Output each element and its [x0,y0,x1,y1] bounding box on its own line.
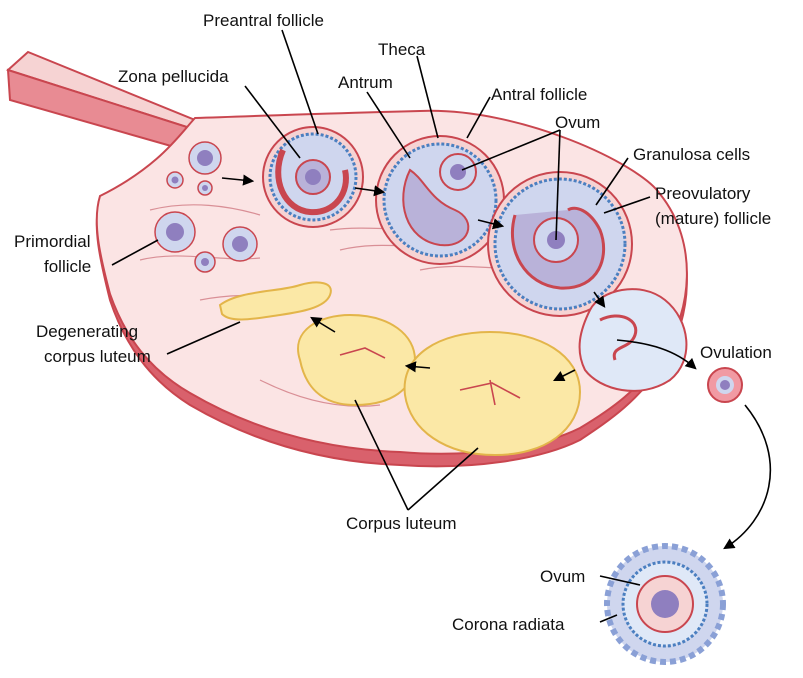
corpus-luteum-small [298,315,415,405]
released-ovum [708,368,742,402]
preantral-follicle [263,127,363,227]
ruptured-follicle [580,289,687,391]
label-corona-radiata: Corona radiata [452,615,565,634]
corpus-luteum-large [405,332,580,455]
label-ovum-top: Ovum [555,113,600,132]
antral-follicle [376,136,504,264]
label-primordial-line1: Primordial [14,232,91,251]
label-zona-pellucida: Zona pellucida [118,67,229,86]
label-degenerating-line1: Degenerating [36,322,138,341]
label-preantral-follicle: Preantral follicle [203,11,324,30]
label-antrum: Antrum [338,73,393,92]
label-preovulatory-line2: (mature) follicle [655,209,771,228]
label-ovum-bottom: Ovum [540,567,585,586]
label-corpus-luteum: Corpus luteum [346,514,457,533]
ovum-with-corona-radiata [607,546,723,662]
label-granulosa-cells: Granulosa cells [633,145,750,164]
label-antral-follicle: Antral follicle [491,85,587,104]
label-primordial-line2: follicle [44,257,91,276]
label-theca: Theca [378,40,426,59]
label-preovulatory-line1: Preovulatory [655,184,751,203]
label-degenerating-line2: corpus luteum [44,347,151,366]
label-ovulation: Ovulation [700,343,772,362]
